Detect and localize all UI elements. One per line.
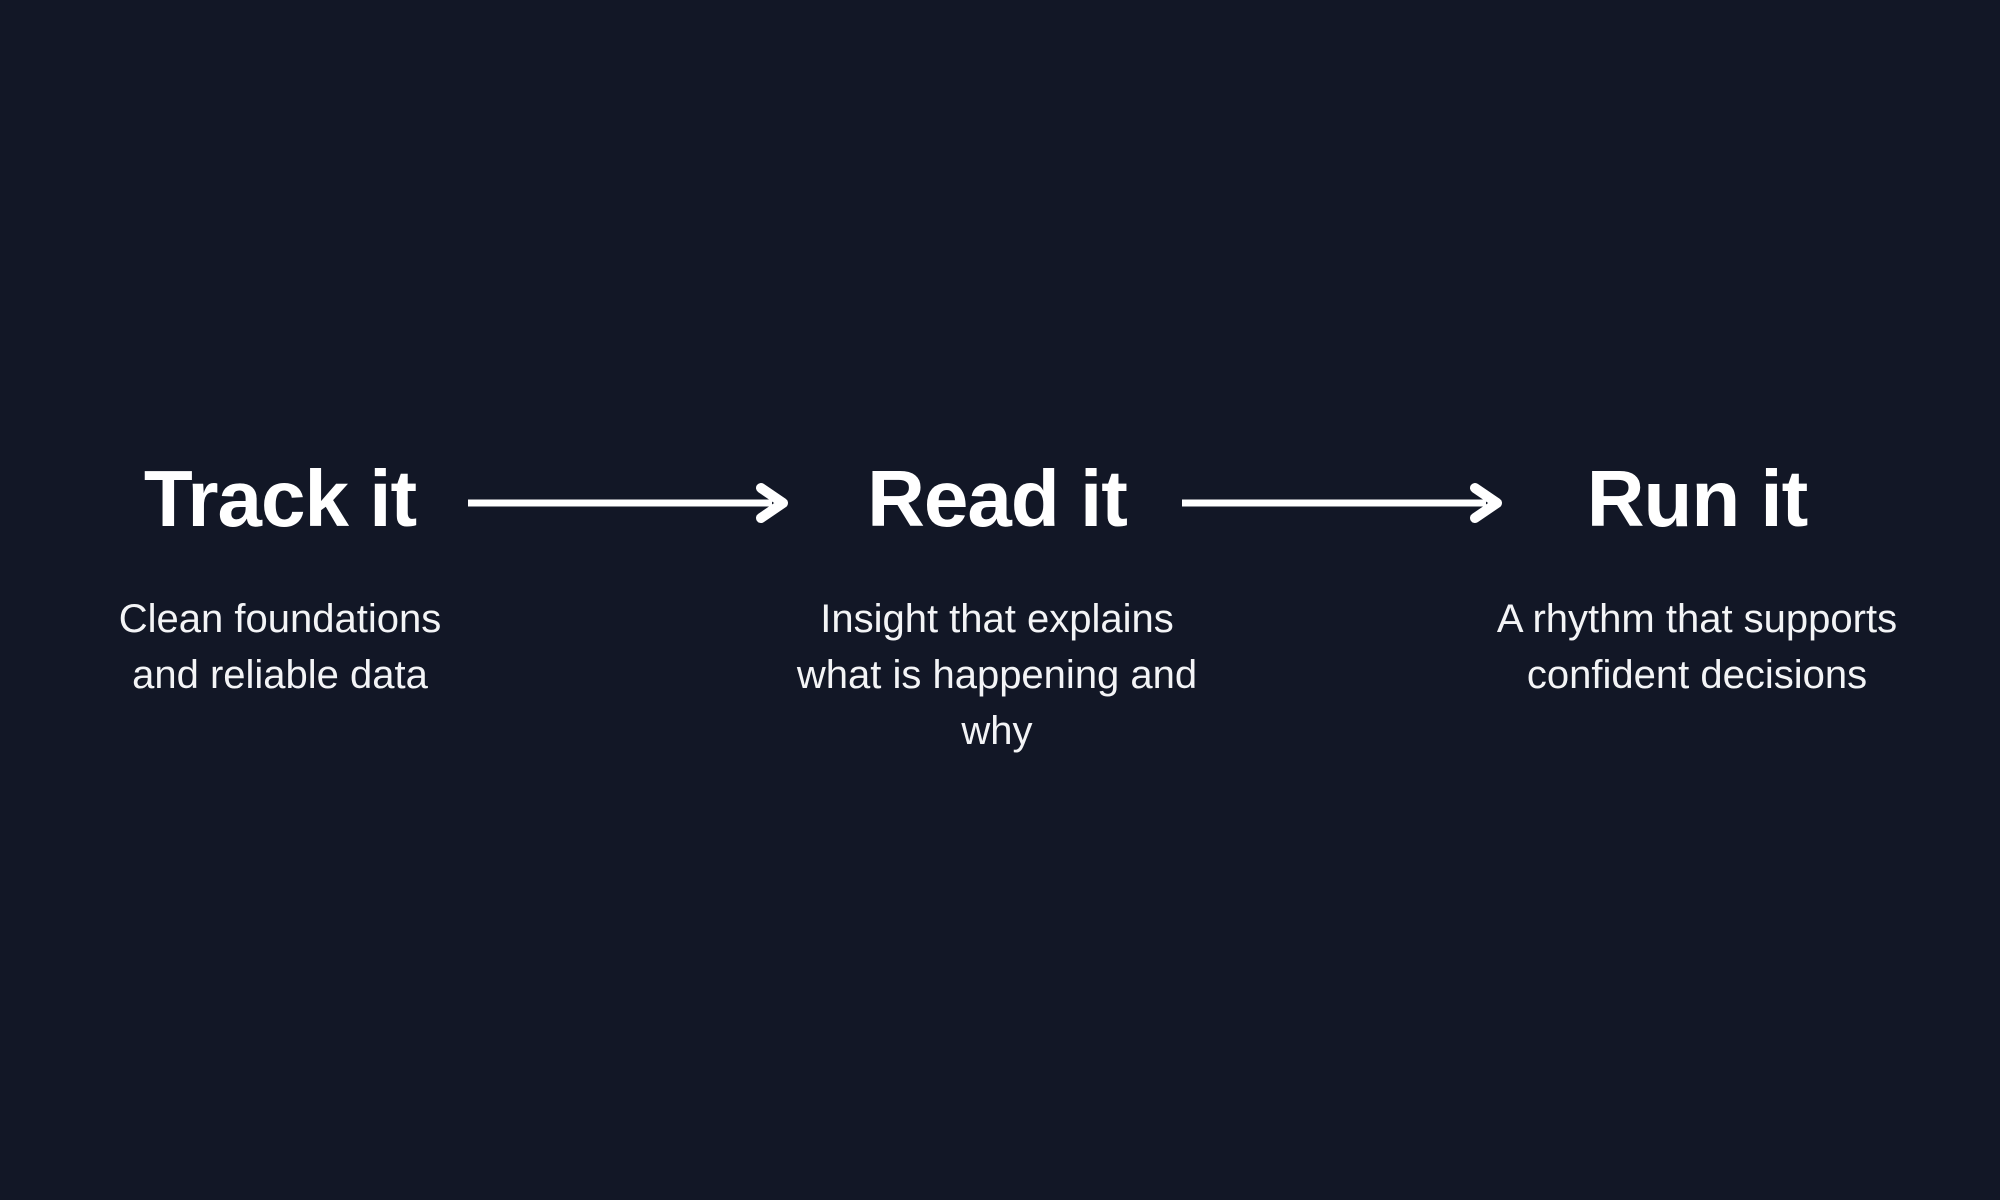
step-read-it: Read it Insight that explains what is ha… xyxy=(767,455,1227,759)
step-title: Track it xyxy=(143,454,417,543)
step-run-it: Run it A rhythm that supports confident … xyxy=(1467,455,1927,703)
step-title: Read it xyxy=(867,454,1128,543)
right-arrow-icon xyxy=(468,483,788,523)
right-arrow-icon xyxy=(1182,483,1502,523)
step-description: Clean foundations and reliable data xyxy=(118,597,442,697)
step-description: Insight that explains what is happening … xyxy=(796,597,1198,753)
step-description: A rhythm that supports confident decisio… xyxy=(1496,597,1898,697)
step-track-it: Track it Clean foundations and reliable … xyxy=(50,455,510,703)
step-title: Run it xyxy=(1586,454,1809,543)
